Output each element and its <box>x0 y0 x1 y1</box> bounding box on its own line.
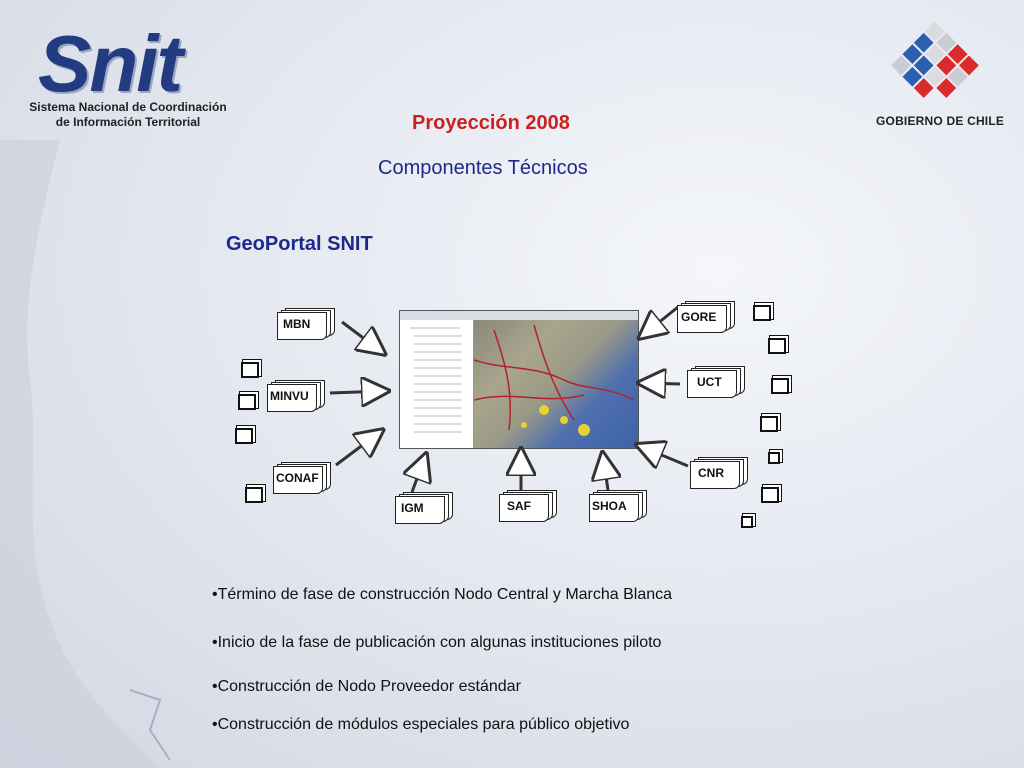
node-gore-label: GORE <box>681 310 717 324</box>
mini-page-icon <box>760 416 778 432</box>
node-mbn-label: MBN <box>283 317 311 331</box>
geoportal-map-screenshot <box>399 310 639 449</box>
arrow-mbn <box>341 320 382 352</box>
node-minvu-label: MINVU <box>270 389 309 403</box>
map-layer-panel <box>400 320 474 448</box>
arrow-uct <box>642 383 681 384</box>
arrow-conaf <box>335 432 380 467</box>
snit-logo-subtitle: Sistema Nacional de Coordinación de Info… <box>18 100 238 130</box>
slide-title: Proyección 2008 <box>412 112 570 134</box>
node-uct-label: UCT <box>697 375 722 389</box>
mini-page-icon <box>761 487 779 503</box>
mini-page-icon <box>241 362 259 378</box>
mini-page-icon <box>753 305 771 321</box>
slide-subtitle: Componentes Técnicos <box>378 157 588 179</box>
node-saf-label: SAF <box>507 499 531 513</box>
mini-page-icon <box>238 394 256 410</box>
gobierno-chile-label: GOBIERNO DE CHILE <box>876 114 1005 128</box>
snit-subtitle-line1: Sistema Nacional de Coordinación <box>29 100 227 114</box>
gobierno-chile-logo <box>891 21 979 98</box>
snit-logo: Snit <box>38 19 183 108</box>
mini-page-icon <box>741 516 753 528</box>
map-view <box>473 320 638 448</box>
bullet-item: •Término de fase de construcción Nodo Ce… <box>212 586 673 603</box>
snit-subtitle-line2: de Información Territorial <box>55 115 201 129</box>
arrow-gore <box>642 305 679 336</box>
map-roads <box>473 324 635 436</box>
mini-page-icon <box>771 378 789 394</box>
node-conaf-label: CONAF <box>276 471 319 485</box>
section-title: GeoPortal SNIT <box>226 233 373 255</box>
node-igm-label: IGM <box>401 501 424 515</box>
mini-page-icon <box>768 338 786 354</box>
mini-page-icon <box>768 452 780 464</box>
layer-list-lines <box>410 327 462 433</box>
diagram-arrows <box>329 305 689 493</box>
node-cnr-label: CNR <box>698 466 724 480</box>
chile-map-decoration <box>0 140 171 768</box>
arrow-cnr <box>640 446 689 466</box>
bullet-item: •Construcción de Nodo Proveedor estándar <box>212 678 521 695</box>
mini-page-icon <box>235 428 253 444</box>
bullet-item: •Inicio de la fase de publicación con al… <box>212 634 662 651</box>
node-shoa-label: SHOA <box>592 499 627 513</box>
arrow-minvu <box>329 391 385 393</box>
arrow-shoa <box>603 456 608 491</box>
arrow-igm <box>412 457 425 493</box>
bullet-item: •Construcción de módulos especiales para… <box>212 716 630 733</box>
mini-page-icon <box>245 487 263 503</box>
